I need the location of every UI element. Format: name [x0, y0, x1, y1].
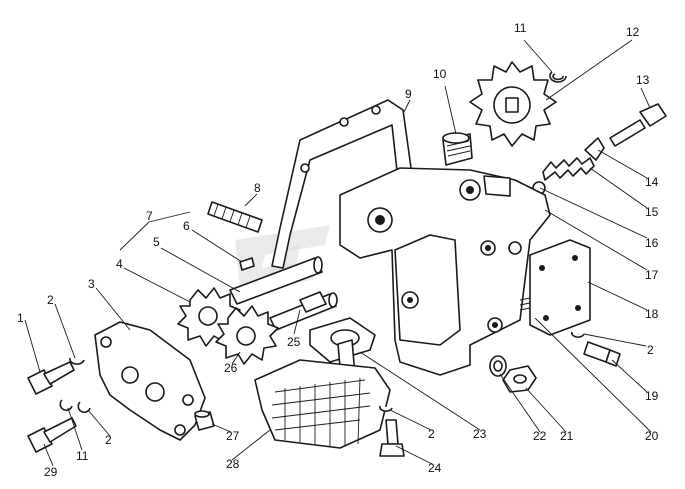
pump-cover-part-3	[94, 321, 206, 441]
callout-12: 12	[626, 25, 640, 39]
washer-part-2-right-upper	[571, 331, 585, 338]
callout-24: 24	[428, 461, 442, 475]
callout-14: 14	[645, 175, 659, 189]
spring-part-15	[542, 157, 595, 181]
callout-5: 5	[153, 235, 160, 249]
callout-13: 13	[636, 73, 650, 87]
callout-18: 18	[645, 307, 659, 321]
shaft-part-5	[229, 256, 323, 305]
callout-15: 15	[645, 205, 659, 219]
callout-20: 20	[645, 429, 659, 443]
callout-23: 23	[473, 427, 487, 441]
gasket-part-9	[271, 99, 413, 269]
callout-11-bottom: 11	[76, 449, 89, 463]
bolt-part-24	[379, 419, 405, 457]
snap-ring-part-11-bottom	[59, 399, 91, 414]
callout-7: 7	[146, 209, 153, 223]
pump-housing-part-17	[339, 167, 561, 376]
callout-4: 4	[116, 257, 123, 271]
bolt-part-29	[27, 417, 77, 453]
callout-8: 8	[254, 181, 261, 195]
callout-21: 21	[560, 429, 574, 443]
sprocket-part-12	[469, 61, 557, 147]
strainer-part-28	[254, 359, 391, 449]
washer-part-2-right-lower	[379, 405, 393, 412]
bushing-part-27	[194, 410, 215, 431]
stud-part-8	[207, 201, 263, 233]
callout-1: 1	[17, 311, 24, 325]
gear-part-26	[215, 305, 279, 365]
callout-17: 17	[645, 268, 659, 282]
snap-ring-part-11-top	[549, 71, 567, 83]
cover-plate-part-18	[529, 239, 591, 336]
callout-2-right: 2	[647, 343, 654, 357]
nut-part-21	[502, 365, 537, 393]
callout-6: 6	[183, 219, 190, 233]
callout-labels: 1 2 3 4 5 6 7 8 9 10 11 12 13 14 15 16 1…	[17, 21, 659, 479]
callout-25: 25	[287, 335, 301, 349]
callout-19: 19	[645, 389, 659, 403]
callout-22: 22	[533, 429, 547, 443]
callout-29: 29	[44, 465, 58, 479]
leader-lines	[24, 39, 652, 467]
plug-part-10	[442, 132, 473, 166]
callout-2-left: 2	[105, 433, 112, 447]
callout-26: 26	[224, 361, 238, 375]
bolt-part-1	[27, 361, 75, 395]
callout-28: 28	[226, 457, 240, 471]
callout-2: 2	[47, 293, 54, 307]
washer-part-2-left	[69, 357, 85, 365]
callout-11-top: 11	[514, 21, 527, 35]
callout-3: 3	[88, 277, 95, 291]
callout-16: 16	[645, 236, 659, 250]
callout-27: 27	[226, 429, 240, 443]
callout-10: 10	[433, 67, 447, 81]
callout-2-strainer: 2	[428, 427, 435, 441]
key-part-6	[239, 257, 255, 271]
bolt-part-19	[583, 341, 621, 367]
washer-part-22	[489, 355, 507, 377]
clip-part-14	[584, 137, 605, 161]
callout-9: 9	[405, 87, 412, 101]
screw-part-13	[609, 103, 667, 147]
